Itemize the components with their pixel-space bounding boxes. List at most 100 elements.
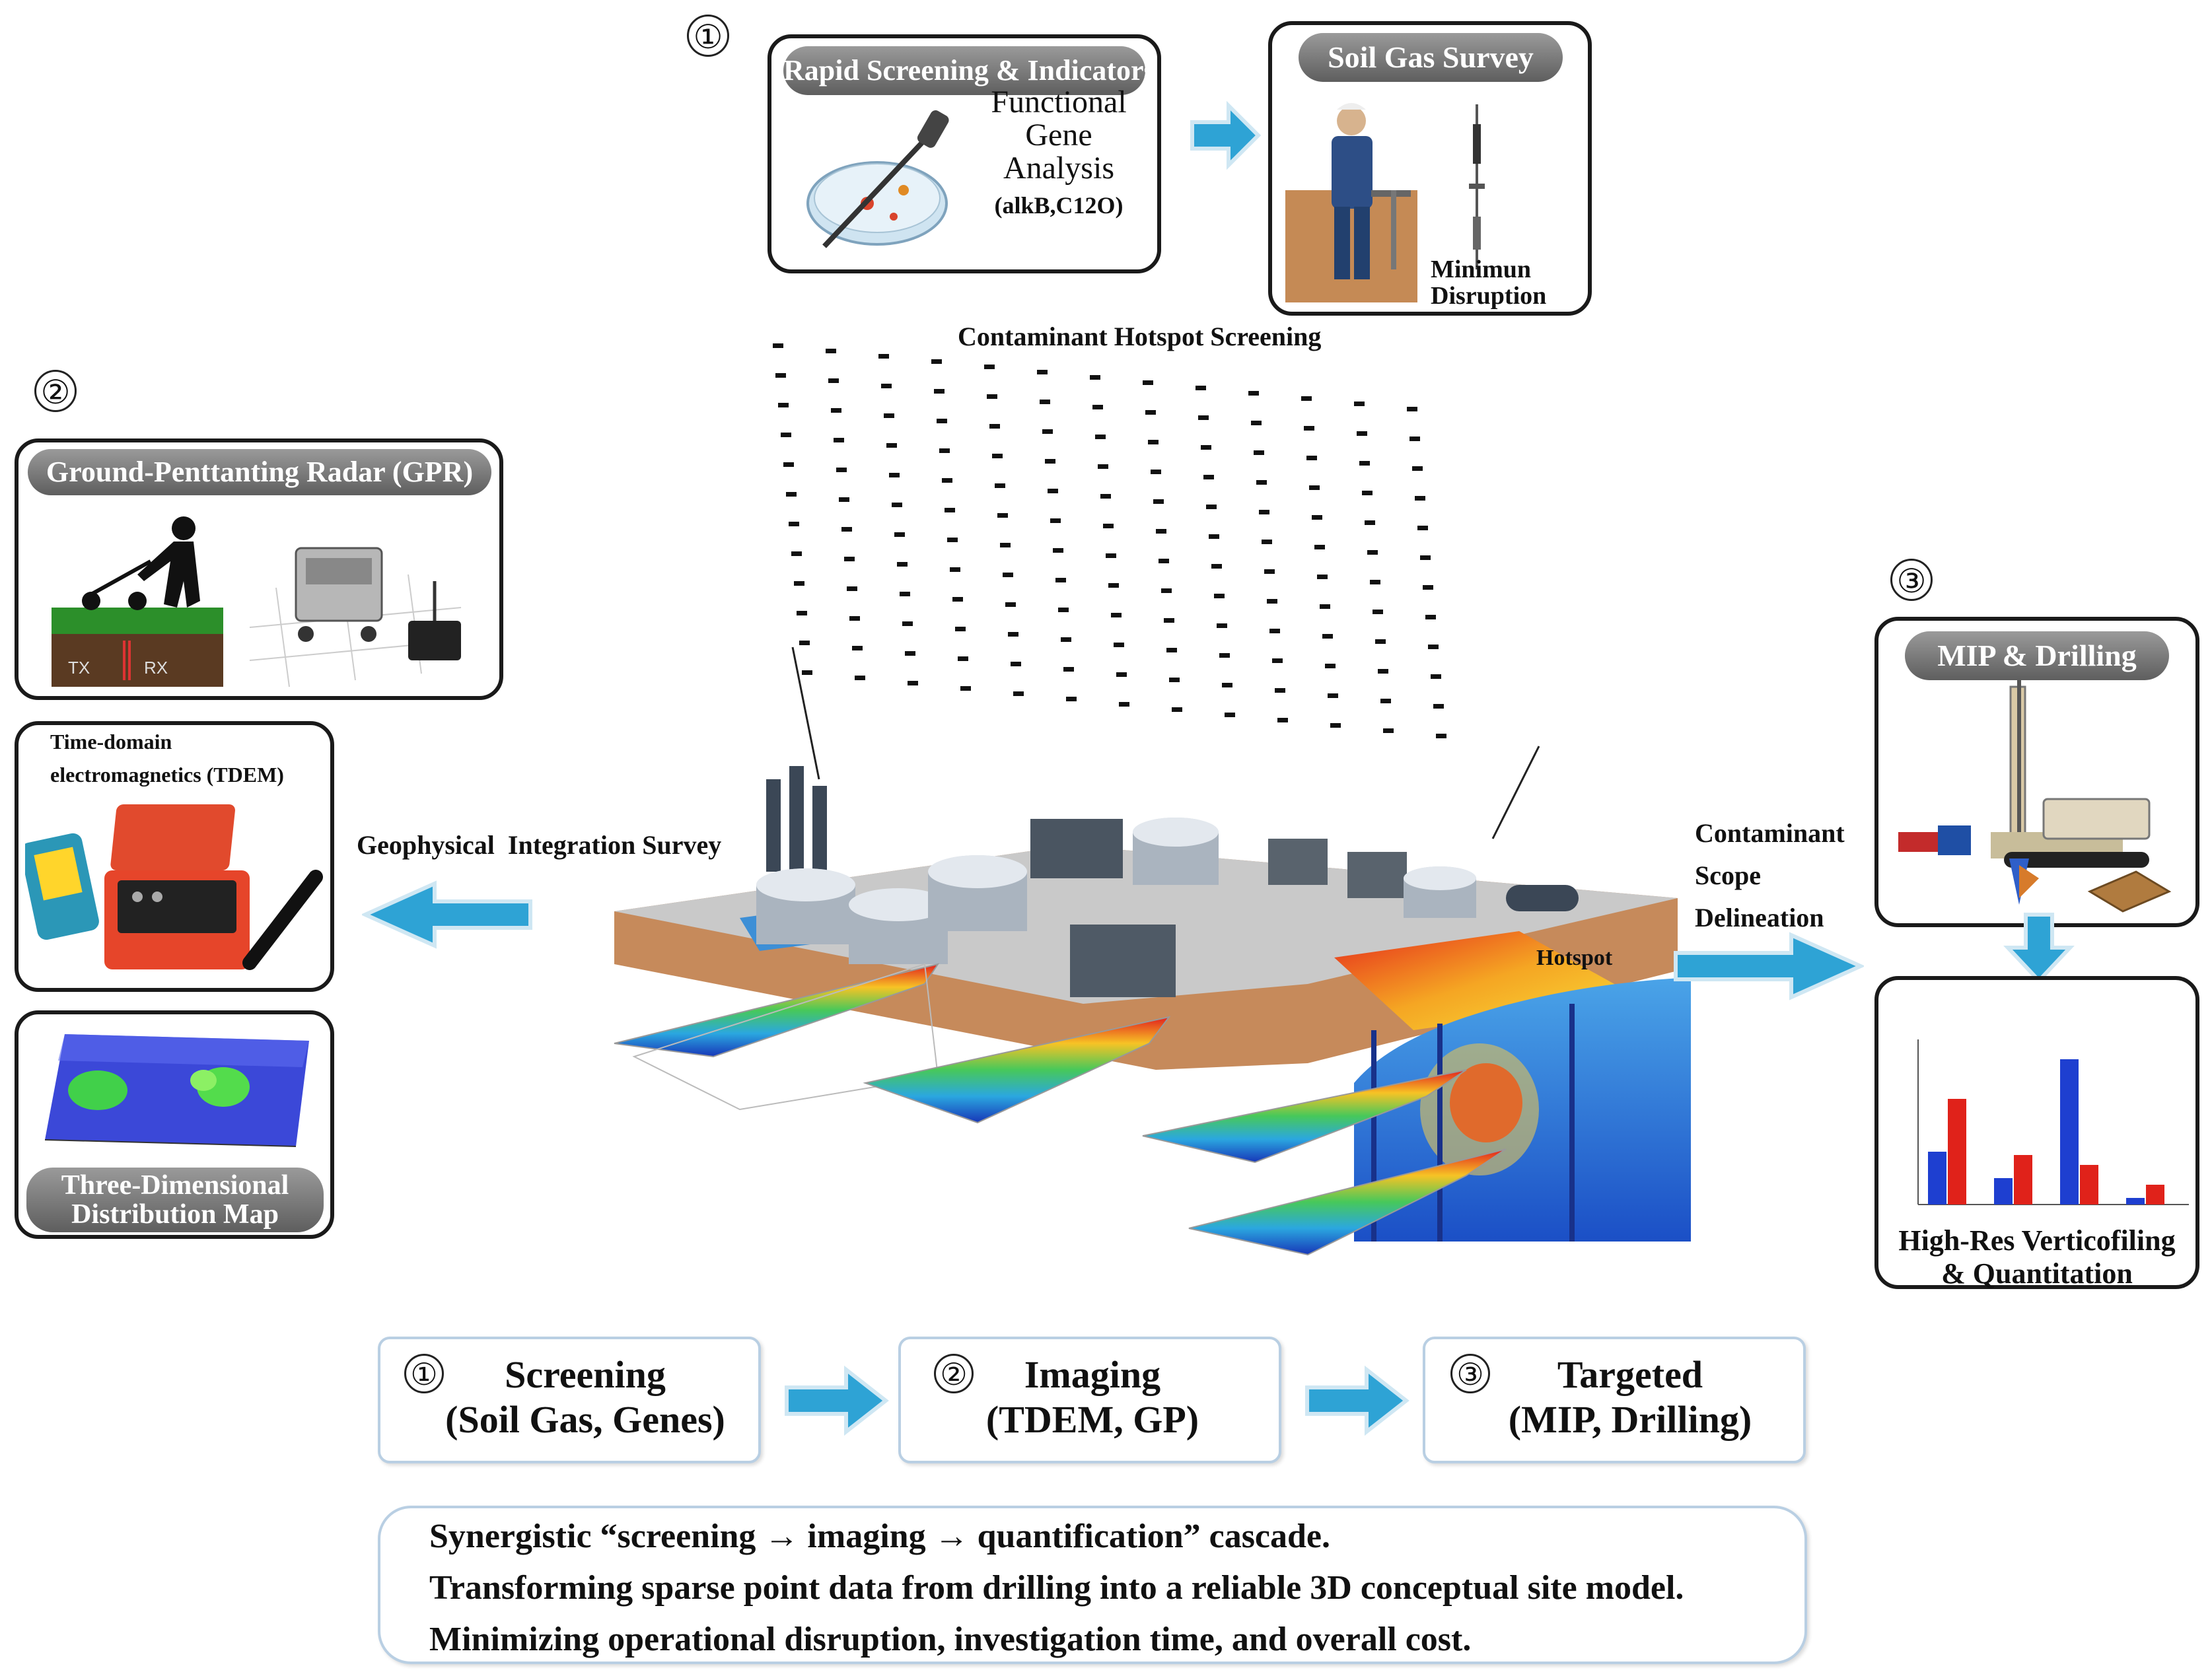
grid-point xyxy=(1254,450,1264,455)
summary-line-3: Minimizing operational disruption, inves… xyxy=(429,1621,1472,1658)
grid-point xyxy=(1037,370,1048,374)
grid-point xyxy=(836,468,847,472)
rapid-screening-panel: Rapid Screening & Indicators Functional … xyxy=(767,34,1161,273)
step-screening-text: Screening (Soil Gas, Genes) xyxy=(420,1352,750,1442)
grid-point xyxy=(841,527,852,532)
rapid-screening-title: Rapid Screening & Indicators xyxy=(783,46,1155,95)
step-screening-title: Screening xyxy=(505,1353,666,1396)
grid-point xyxy=(1114,643,1124,647)
flow-arrow-2 xyxy=(1305,1365,1409,1436)
grid-point xyxy=(1415,496,1425,501)
grid-point xyxy=(955,627,966,631)
grid-point xyxy=(1172,707,1182,712)
functional-gene-line-3: Analysis xyxy=(1003,151,1114,186)
step-targeted-text: Targeted (MIP, Drilling) xyxy=(1465,1352,1795,1442)
grid-point xyxy=(831,408,841,413)
summary-lines: Synergistic “screening → imaging → quant… xyxy=(429,1511,1684,1665)
grid-point xyxy=(960,686,971,691)
profiling-panel: High-Res Verticofiling & Quantitation xyxy=(1874,976,2199,1290)
grid-point xyxy=(1090,375,1100,380)
grid-point xyxy=(1370,580,1380,584)
grid-point xyxy=(1103,524,1114,528)
grid-point xyxy=(799,641,810,645)
grid-point xyxy=(931,359,942,364)
grid-point xyxy=(1256,480,1267,485)
grid-point xyxy=(1354,402,1365,406)
step-imaging-number: ② xyxy=(934,1354,974,1393)
grid-point xyxy=(775,373,786,378)
grid-point xyxy=(791,551,802,556)
grid-point xyxy=(1267,599,1277,604)
grid-point xyxy=(1367,550,1378,555)
petri-dish-illustration xyxy=(806,110,949,248)
grid-point xyxy=(897,562,908,567)
grid-point xyxy=(789,522,799,526)
grid-point xyxy=(1201,445,1211,450)
grid-point xyxy=(1195,386,1206,390)
grid-point xyxy=(1417,526,1428,530)
grid-point xyxy=(1169,678,1180,682)
grid-point xyxy=(1428,645,1439,649)
grid-point xyxy=(852,646,863,650)
step-1-marker: ① xyxy=(687,15,729,57)
grid-point xyxy=(1066,697,1077,701)
step-targeted-title: Targeted xyxy=(1557,1353,1703,1396)
grid-point xyxy=(1116,672,1127,677)
gene-list: (alkB,C12O) xyxy=(994,192,1124,219)
grid-point xyxy=(1217,623,1227,628)
caption-line-2: Disruption xyxy=(1431,282,1547,310)
grid-point xyxy=(778,403,789,407)
grid-point xyxy=(1383,728,1394,733)
grid-point xyxy=(1330,723,1341,728)
grid-point xyxy=(1412,466,1423,471)
grid-point xyxy=(878,354,889,359)
grid-point xyxy=(1277,718,1288,722)
3d-distribution-map xyxy=(44,1034,309,1147)
functional-gene-line-1: Functional xyxy=(991,85,1127,120)
arrow-left xyxy=(362,880,532,949)
grid-point xyxy=(1106,553,1116,558)
grid-point xyxy=(1328,693,1338,698)
grid-point xyxy=(1003,573,1013,577)
tdem-title: Time-domain electromagnetics (TDEM) xyxy=(50,725,284,791)
soil-gas-panel: Soil Gas Survey Minimun Disruption xyxy=(1268,21,1592,316)
sampling-grid xyxy=(773,343,1446,738)
grid-point xyxy=(1092,405,1103,409)
grid-point xyxy=(786,492,797,497)
grid-point xyxy=(1061,637,1071,642)
grid-point xyxy=(1423,585,1433,590)
grid-point xyxy=(1108,583,1119,588)
functional-gene-line-2: Gene xyxy=(1025,118,1092,153)
grid-point xyxy=(1042,429,1053,434)
grid-point xyxy=(1225,713,1235,717)
arrow-right-2 xyxy=(1674,932,1864,1000)
scope-delineation-label: Contaminant Scope Delineation xyxy=(1695,812,1845,939)
flow-arrow-1 xyxy=(785,1365,889,1436)
grid-point xyxy=(1058,608,1069,612)
drilling-rig-illustration xyxy=(1898,680,2172,913)
grid-point xyxy=(908,681,918,685)
gpr-title: Ground-Penttanting Radar (GPR) xyxy=(28,449,491,495)
grid-point xyxy=(1048,489,1058,493)
profiling-caption-line-2: & Quantitation xyxy=(1941,1257,2133,1290)
grid-point xyxy=(1425,615,1436,619)
grid-point xyxy=(987,394,997,399)
grid-point xyxy=(1264,569,1275,574)
grid-point xyxy=(1301,396,1312,401)
grid-point xyxy=(1409,437,1420,441)
grid-point xyxy=(892,503,902,507)
grid-point xyxy=(1325,664,1336,668)
step-targeted-sub: (MIP, Drilling) xyxy=(1508,1398,1752,1441)
arrow-down xyxy=(2003,913,2075,984)
grid-point xyxy=(894,532,905,537)
gpr-survey-illustration: TX RX xyxy=(52,516,462,687)
grid-point xyxy=(1248,391,1259,396)
grid-point xyxy=(839,497,849,502)
grid-point xyxy=(1375,639,1386,644)
step-imaging-box: ② Imaging (TDEM, GP) xyxy=(898,1337,1281,1463)
grid-point xyxy=(1373,610,1383,614)
grid-point xyxy=(952,597,963,602)
grid-point xyxy=(1011,662,1021,666)
distribution-title-line-1: Three-Dimensional xyxy=(61,1170,289,1201)
grid-point xyxy=(1111,613,1122,617)
